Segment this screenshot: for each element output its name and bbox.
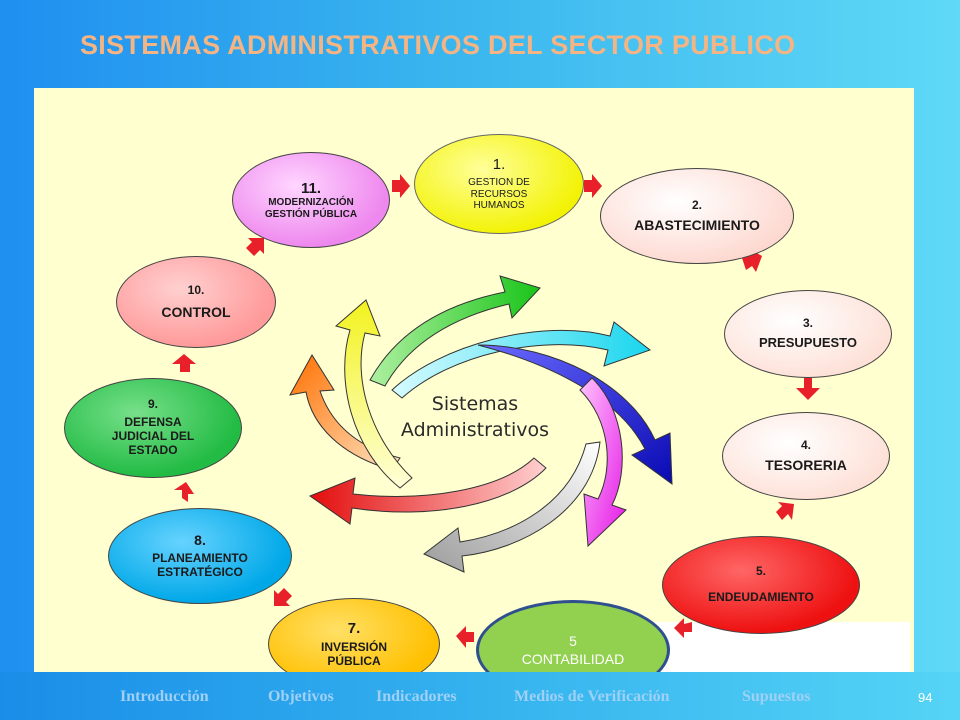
node-number: 4.: [800, 438, 811, 453]
node-endeudamiento[interactable]: 5. ENDEUDAMIENTO: [662, 536, 860, 634]
cycle-arrow-5-6: [674, 618, 692, 638]
node-label: MODERNIZACIÓN GESTIÓN PÚBLICA: [264, 197, 358, 220]
node-number: 5: [569, 632, 577, 649]
cycle-arrow-11-1: [392, 174, 410, 198]
node-label: GESTION DE RECURSOS HUMANOS: [468, 177, 530, 212]
bottom-nav-bar: [0, 672, 960, 720]
node-label: PRESUPUESTO: [758, 335, 857, 351]
nav-medios-verificacion[interactable]: Medios de Verificación: [514, 688, 670, 705]
node-gestion-rrhh[interactable]: 1. GESTION DE RECURSOS HUMANOS: [414, 134, 584, 234]
node-label: INVERSIÓN PÚBLICA: [320, 639, 387, 668]
node-label: TESORERIA: [765, 456, 847, 473]
node-number: 11.: [300, 179, 322, 197]
cycle-arrow-1-2: [584, 174, 602, 198]
cycle-arrow-7-6: [456, 626, 474, 648]
center-label: Sistemas Administrativos: [370, 392, 580, 443]
center-label-line1: Sistemas: [431, 393, 519, 415]
red-swirl-arrow: [308, 457, 547, 525]
node-label: ABASTECIMIENTO: [634, 216, 760, 233]
cycle-arrow-8-9: [174, 482, 194, 502]
blue-swirl-arrow: [477, 344, 673, 486]
node-abastecimiento[interactable]: 2. ABASTECIMIENTO: [600, 168, 794, 264]
node-number: 5.: [755, 564, 766, 579]
node-defensa-judicial[interactable]: 9. DEFENSA JUDICIAL DEL ESTADO: [64, 378, 242, 478]
node-modernizacion[interactable]: 11. MODERNIZACIÓN GESTIÓN PÚBLICA: [232, 152, 390, 248]
node-number: 1.: [492, 156, 506, 174]
page-number: 94: [918, 690, 933, 705]
magenta-swirl-arrow: [579, 377, 627, 548]
node-control[interactable]: 10. CONTROL: [116, 256, 276, 348]
cycle-arrows: [172, 174, 820, 648]
cycle-arrow-3-4: [796, 378, 820, 400]
node-number: 9.: [147, 397, 158, 412]
node-number: 2.: [691, 198, 702, 213]
node-number: 7.: [347, 619, 361, 637]
gray-swirl-arrow: [423, 441, 601, 573]
node-number: 3.: [802, 315, 813, 330]
cycle-arrow-2-3: [742, 248, 762, 272]
node-planeamiento-estrategico[interactable]: 8. PLANEAMIENTO ESTRATÉGICO: [108, 508, 292, 604]
cyan-swirl-arrow: [391, 321, 652, 399]
nav-introduccion[interactable]: Introducción: [120, 688, 209, 705]
node-label: CONTROL: [161, 303, 231, 320]
center-label-line2: Administrativos: [400, 418, 550, 441]
node-label: CONTABILIDAD: [521, 651, 625, 667]
slide-title: SISTEMAS ADMINISTRATIVOS DEL SECTOR PUBL…: [80, 30, 796, 60]
node-presupuesto[interactable]: 3. PRESUPUESTO: [724, 290, 892, 378]
node-label: PLANEAMIENTO ESTRATÉGICO: [152, 551, 248, 580]
cycle-arrow-7-8: [274, 588, 292, 606]
node-tesoreria[interactable]: 4. TESORERIA: [722, 412, 890, 500]
node-label: DEFENSA JUDICIAL DEL ESTADO: [111, 415, 195, 457]
nav-objetivos[interactable]: Objetivos: [268, 688, 334, 705]
nav-indicadores[interactable]: Indicadores: [376, 688, 457, 705]
node-number: 10.: [187, 283, 205, 298]
green-swirl-arrow: [369, 275, 541, 387]
cycle-arrow-9-10: [172, 354, 196, 372]
cycle-arrow-10-11: [246, 238, 264, 256]
node-label: ENDEUDAMIENTO: [708, 590, 814, 604]
node-number: 8.: [194, 532, 206, 549]
cycle-arrow-4-5: [776, 502, 794, 520]
yellow-swirl-arrow: [334, 299, 413, 489]
nav-supuestos[interactable]: Supuestos: [742, 688, 811, 705]
